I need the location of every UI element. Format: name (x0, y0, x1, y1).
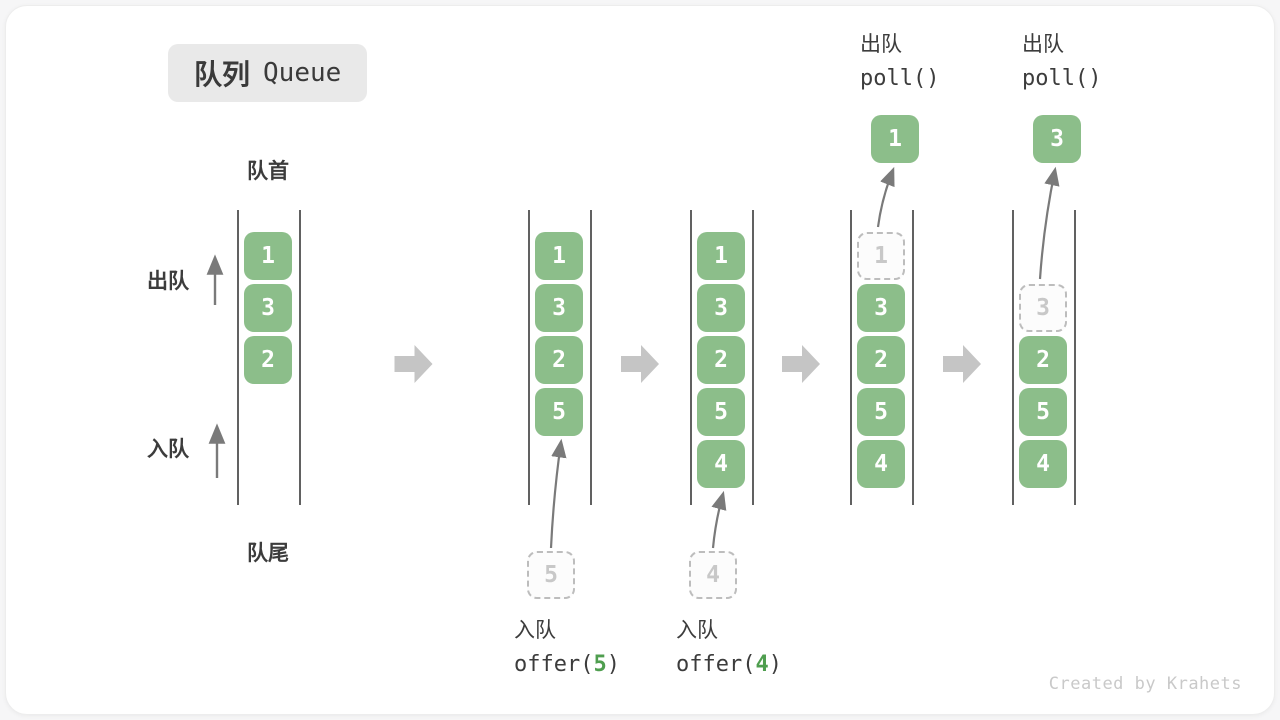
diagram-card (5, 5, 1275, 715)
dequeued-slot: 3 (1019, 284, 1067, 332)
queue-cell: 5 (535, 388, 583, 436)
queue-cell: 2 (857, 336, 905, 384)
queue-cell: 3 (857, 284, 905, 332)
column-line-right (1074, 210, 1076, 505)
queue-cell: 5 (857, 388, 905, 436)
dequeue-call: poll() (1022, 66, 1102, 91)
queue-cell: 3 (244, 284, 292, 332)
popped-cell: 3 (1033, 115, 1081, 163)
enqueue-operation: 入队 offer(5) (514, 614, 620, 683)
column-line-left (237, 210, 239, 505)
enqueue-label: 入队 (676, 619, 718, 642)
staged-cell: 5 (527, 551, 575, 599)
enqueue-call-arg: 5 (593, 652, 607, 677)
queue-cell: 2 (1019, 336, 1067, 384)
column-line-right (912, 210, 914, 505)
label-enqueue-side: 入队 (147, 438, 189, 461)
enqueue-call-arg: 4 (755, 652, 769, 677)
queue-cell: 2 (244, 336, 292, 384)
dequeue-label: 出队 (1022, 33, 1064, 56)
queue-cell: 4 (1019, 440, 1067, 488)
queue-cell: 3 (697, 284, 745, 332)
popped-cell: 1 (871, 115, 919, 163)
enqueue-operation: 入队 offer(4) (676, 614, 782, 683)
label-queue-rear: 队尾 (247, 542, 289, 565)
dequeue-call: poll() (860, 66, 940, 91)
enqueue-label: 入队 (514, 619, 556, 642)
column-line-left (1012, 210, 1014, 505)
dequeue-operation: 出队 poll() (860, 28, 939, 97)
queue-cell: 1 (535, 232, 583, 280)
title-zh: 队列 (194, 59, 251, 90)
queue-cell: 3 (535, 284, 583, 332)
label-dequeue-side: 出队 (147, 270, 189, 293)
queue-cell: 2 (535, 336, 583, 384)
column-line-left (690, 210, 692, 505)
column-line-left (850, 210, 852, 505)
enqueue-call: offer(5) (514, 652, 620, 677)
column-line-right (752, 210, 754, 505)
queue-cell: 4 (697, 440, 745, 488)
title-en: Queue (263, 58, 342, 88)
queue-cell: 5 (1019, 388, 1067, 436)
dequeue-label: 出队 (860, 33, 902, 56)
dequeue-operation: 出队 poll() (1022, 28, 1101, 97)
queue-cell: 1 (244, 232, 292, 280)
credit-text: Created by Krahets (1048, 674, 1242, 694)
queue-cell: 4 (857, 440, 905, 488)
dequeued-slot: 1 (857, 232, 905, 280)
label-queue-front: 队首 (247, 160, 289, 183)
column-line-right (299, 210, 301, 505)
queue-cell: 5 (697, 388, 745, 436)
column-line-left (528, 210, 530, 505)
queue-cell: 1 (697, 232, 745, 280)
enqueue-call: offer(4) (676, 652, 782, 677)
queue-cell: 2 (697, 336, 745, 384)
staged-cell: 4 (689, 551, 737, 599)
column-line-right (590, 210, 592, 505)
title-badge: 队列 Queue (168, 44, 368, 102)
